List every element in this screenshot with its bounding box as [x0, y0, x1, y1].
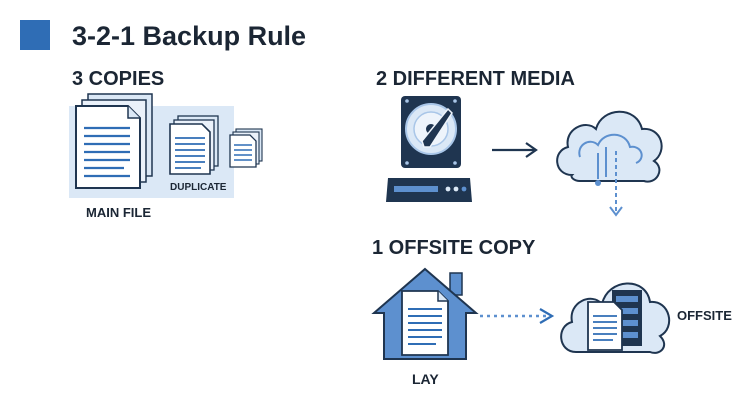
- document-stack-icon: [69, 93, 263, 198]
- arrow-right-icon: [492, 142, 538, 158]
- home-label: LAY: [412, 371, 439, 387]
- copies-heading: 3 COPIES: [72, 68, 165, 90]
- cloud-server-icon: [560, 282, 670, 354]
- hard-drive-icon: [401, 96, 461, 168]
- page-title: 3-2-1 Backup Rule: [72, 21, 307, 51]
- offsite-heading: 1 OFFSITE COPY: [372, 237, 536, 259]
- title-accent-square: [20, 20, 50, 50]
- server-rack-icon: [386, 178, 472, 202]
- duplicate-label: DUPLICATE: [170, 182, 227, 193]
- media-heading: 2 DIFFERENT MEDIA: [376, 68, 575, 90]
- dotted-arrow-icon: [480, 308, 555, 324]
- offsite-label: OFFSITE: [677, 308, 732, 323]
- house-icon: [371, 267, 479, 360]
- cloud-download-icon: [556, 110, 663, 217]
- main-file-label: MAIN FILE: [86, 205, 151, 220]
